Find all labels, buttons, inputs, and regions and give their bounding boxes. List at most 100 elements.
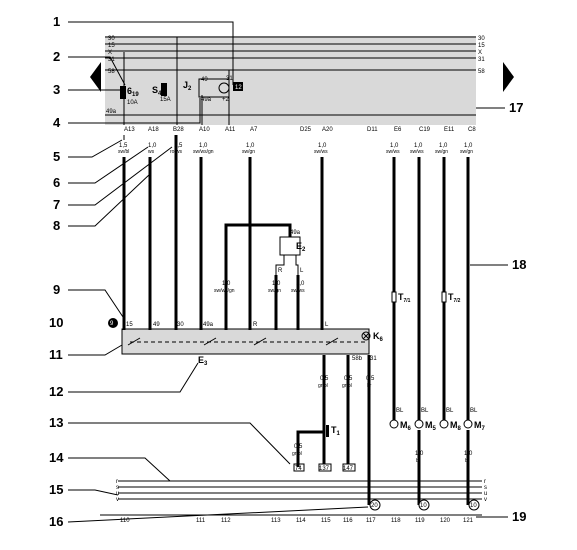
connector-b28: B28 (173, 127, 184, 133)
callout-5: 5 (53, 149, 60, 164)
track-111: 111 (196, 518, 206, 524)
wire7-colour: sw/ws (386, 149, 400, 155)
next-page-arrow-icon (503, 62, 514, 92)
track-110: 110 (120, 518, 130, 524)
wire-labels-lower: 0,5 gr/bl 0,5 gr/bl 0,5 br 0,5 gr/bl (292, 376, 375, 457)
e3-pin-30: 30 (177, 322, 184, 328)
connector-c8: C8 (468, 127, 476, 133)
callout-8: 8 (53, 218, 60, 233)
mid3-gauge: 1,0 (296, 281, 305, 287)
track-numbers: 110 111 112 113 114 115 116 117 118 119 … (120, 518, 474, 524)
callout-10: 10 (49, 315, 63, 330)
callouts: 1 2 3 4 5 6 7 8 9 10 11 12 13 14 15 16 1… (49, 14, 526, 529)
wire8-gauge: 1,0 (414, 143, 423, 149)
switch-e2-pin: 49a (290, 230, 301, 236)
mid3-colour: sw/ws (291, 288, 305, 294)
m1-gauge: 1,0 (415, 451, 424, 457)
rail-31-right-label: 31 (478, 57, 485, 63)
t1-label: T1 (331, 425, 341, 437)
connector-a18: A18 (148, 127, 159, 133)
switch-e2-pin-l: L (300, 268, 304, 274)
connector-a13: A13 (124, 127, 135, 133)
rail-x-right-label: X (478, 50, 482, 56)
lo3-colour: br (367, 383, 372, 389)
mid2-gauge: 1,0 (272, 281, 281, 287)
box-147: 147 (343, 466, 354, 472)
track-112: 112 (221, 518, 231, 524)
rail-s-label: s (116, 485, 119, 491)
lo3-gauge: 0,5 (366, 376, 375, 382)
m6-pin-bl: BL (396, 408, 404, 414)
wire6-gauge: 1,0 (318, 143, 327, 149)
wire-labels-top: 1,5 sw/bl 1,0 ws 1,5 ro/ws 1,0 sw/ws/gn … (118, 143, 473, 155)
wire4-colour: sw/ws/gn (193, 149, 214, 155)
connector-e11: E11 (444, 127, 455, 133)
reference-circle-9-label: 9 (110, 321, 114, 327)
fuse-s-label: S4 (152, 85, 162, 97)
k6-pin-31: 31 (370, 356, 377, 362)
wire6-colour: sw/ws (314, 149, 328, 155)
wire1-gauge: 1,5 (119, 143, 128, 149)
wire9-gauge: 1,0 (439, 143, 448, 149)
lo1-gauge: 0,5 (320, 376, 329, 382)
rail-r-label: r (116, 479, 118, 485)
connector-a11: A11 (225, 127, 236, 133)
rail-u-label: u (116, 491, 119, 497)
ground-10-a: 10 (420, 503, 427, 509)
relay-j2-label: J2 (183, 80, 192, 92)
e3-pin-15: 15 (126, 322, 133, 328)
callout-4: 4 (53, 115, 61, 130)
lo4-colour: gr/bl (292, 451, 302, 457)
earth-point-boxes: 74 137 147 (293, 420, 356, 472)
callout-19: 19 (512, 509, 526, 524)
connector-row: A13 A18 B28 A10 A11 A7 D25 A20 D11 E6 C1… (124, 127, 476, 133)
reference-circle-9 (108, 318, 118, 328)
callout-7: 7 (53, 197, 60, 212)
callout-2: 2 (53, 49, 60, 64)
m5-label: M5 (425, 420, 437, 432)
wire5-gauge: 1,0 (246, 143, 255, 149)
switch-e2-label: E2 (296, 241, 306, 253)
relay-pin-12: 12 (235, 85, 242, 91)
connector-e6: E6 (394, 127, 402, 133)
rear-lamps: BL BL BL BL M6 M5 M8 M7 1,0 br 1,0 br (389, 408, 486, 464)
box-137: 137 (319, 466, 330, 472)
ground-20: 20 (371, 503, 378, 509)
lo1-colour: gr/bl (318, 383, 328, 389)
callout-6: 6 (53, 175, 60, 190)
track-113: 113 (271, 518, 281, 524)
ground-10-b: 10 (470, 503, 477, 509)
relay-pin-31: 31 (226, 76, 233, 82)
wire2-gauge: 1,0 (148, 143, 157, 149)
wire9-colour: sw/gn (435, 149, 448, 155)
rail-v-label: v (116, 497, 119, 503)
rail-30-label: 30 (108, 36, 115, 42)
k6-label: K6 (373, 331, 384, 343)
callout-15: 15 (49, 482, 63, 497)
callout-17: 17 (509, 100, 523, 115)
mid2-colour: sw/gn (268, 288, 281, 294)
wire1-colour: sw/bl (118, 149, 129, 155)
track-115: 115 (321, 518, 331, 524)
relay-panel-background (105, 36, 476, 125)
fuse-left-amp: 10A (127, 100, 138, 106)
rail-u-right-label: u (484, 491, 487, 497)
track-121: 121 (463, 518, 474, 524)
switch-e2-pin-r: R (278, 268, 283, 274)
rail-30-right-label: 30 (478, 36, 485, 42)
wire2-colour: ws (148, 149, 155, 155)
wire5-colour: sw/gn (242, 149, 255, 155)
callout-16: 16 (49, 514, 63, 529)
connector-a7: A7 (250, 127, 258, 133)
m6-label: M6 (400, 420, 412, 432)
track-120: 120 (440, 518, 451, 524)
wire10-gauge: 1,0 (464, 143, 473, 149)
m2-colour: br (465, 458, 470, 464)
wire7-gauge: 1,0 (390, 143, 399, 149)
bottom-rails: r s u v r s u v (100, 479, 487, 516)
track-118: 118 (391, 518, 401, 524)
box-74: 74 (295, 466, 302, 472)
mid1-gauge: 1,0 (222, 281, 231, 287)
ground-points: 20 10 10 (369, 499, 480, 511)
